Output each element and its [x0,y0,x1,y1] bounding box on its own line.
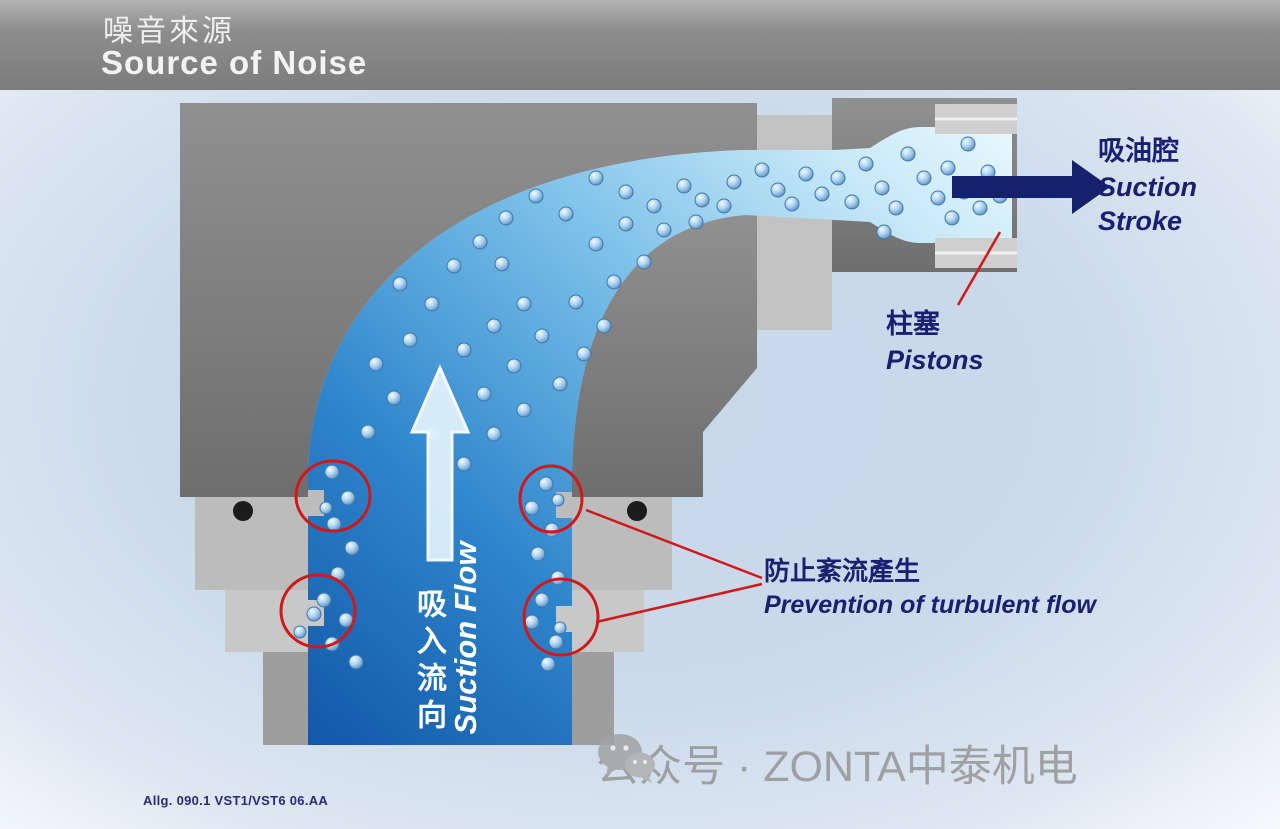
turbulence-en: Prevention of turbulent flow [764,591,1096,620]
diagram-area: 吸油腔 Suction Stroke 柱塞 Pistons 防止紊流產生 Pre… [0,90,1280,829]
wechat-icon [598,734,655,783]
turbulence-zh: 防止紊流產生 [764,557,921,587]
oring-right [627,501,647,521]
suction-stroke-en-line2: Stroke [1098,206,1183,237]
label-turbulence: 防止紊流產生 Prevention of turbulent flow [764,556,1096,621]
pointer-line [595,582,763,624]
flow-channel [308,127,1012,745]
turbulence-circle [518,464,584,534]
watermark: 公众号 · ZONTA中泰机电 [596,732,1078,794]
pointer-line [956,231,1002,306]
flow-up-arrow-icon [409,364,471,562]
pump-cross-section-svg [180,98,1110,745]
turbulence-circle [294,459,372,533]
suction-stroke-zh: 吸油腔 [1098,136,1179,167]
turbulence-annotations [279,231,1002,657]
label-suction-stroke: 吸油腔 Suction Stroke [1098,135,1197,239]
piston-sleeves [935,104,1017,268]
page-title-chinese: 噪音來源 [103,14,235,49]
pistons-en: Pistons [886,344,984,375]
flow-direction-en: Suction Flow [448,541,483,735]
flow-direction-zh: 吸入流向 [411,588,446,736]
suction-stroke-en-line1: Suction [1098,171,1197,202]
label-pistons: 柱塞 Pistons [886,308,984,377]
document-reference: Allg. 090.1 VST1/VST6 06.AA [143,793,329,808]
turbulence-circle [522,577,600,657]
page-title-english: Source of Noise [101,44,368,81]
oring-left [233,501,253,521]
suction-stroke-arrow-icon [952,160,1110,214]
slide-header: 噪音來源 Source of Noise [0,0,1280,90]
pistons-zh: 柱塞 [886,309,940,340]
channel-wall-steps [308,490,572,632]
turbulence-circle [279,573,357,649]
bubbles [293,136,1008,672]
pointer-line [585,508,763,580]
watermark-text: 公众号 · ZONTA中泰机电 [596,743,1078,791]
